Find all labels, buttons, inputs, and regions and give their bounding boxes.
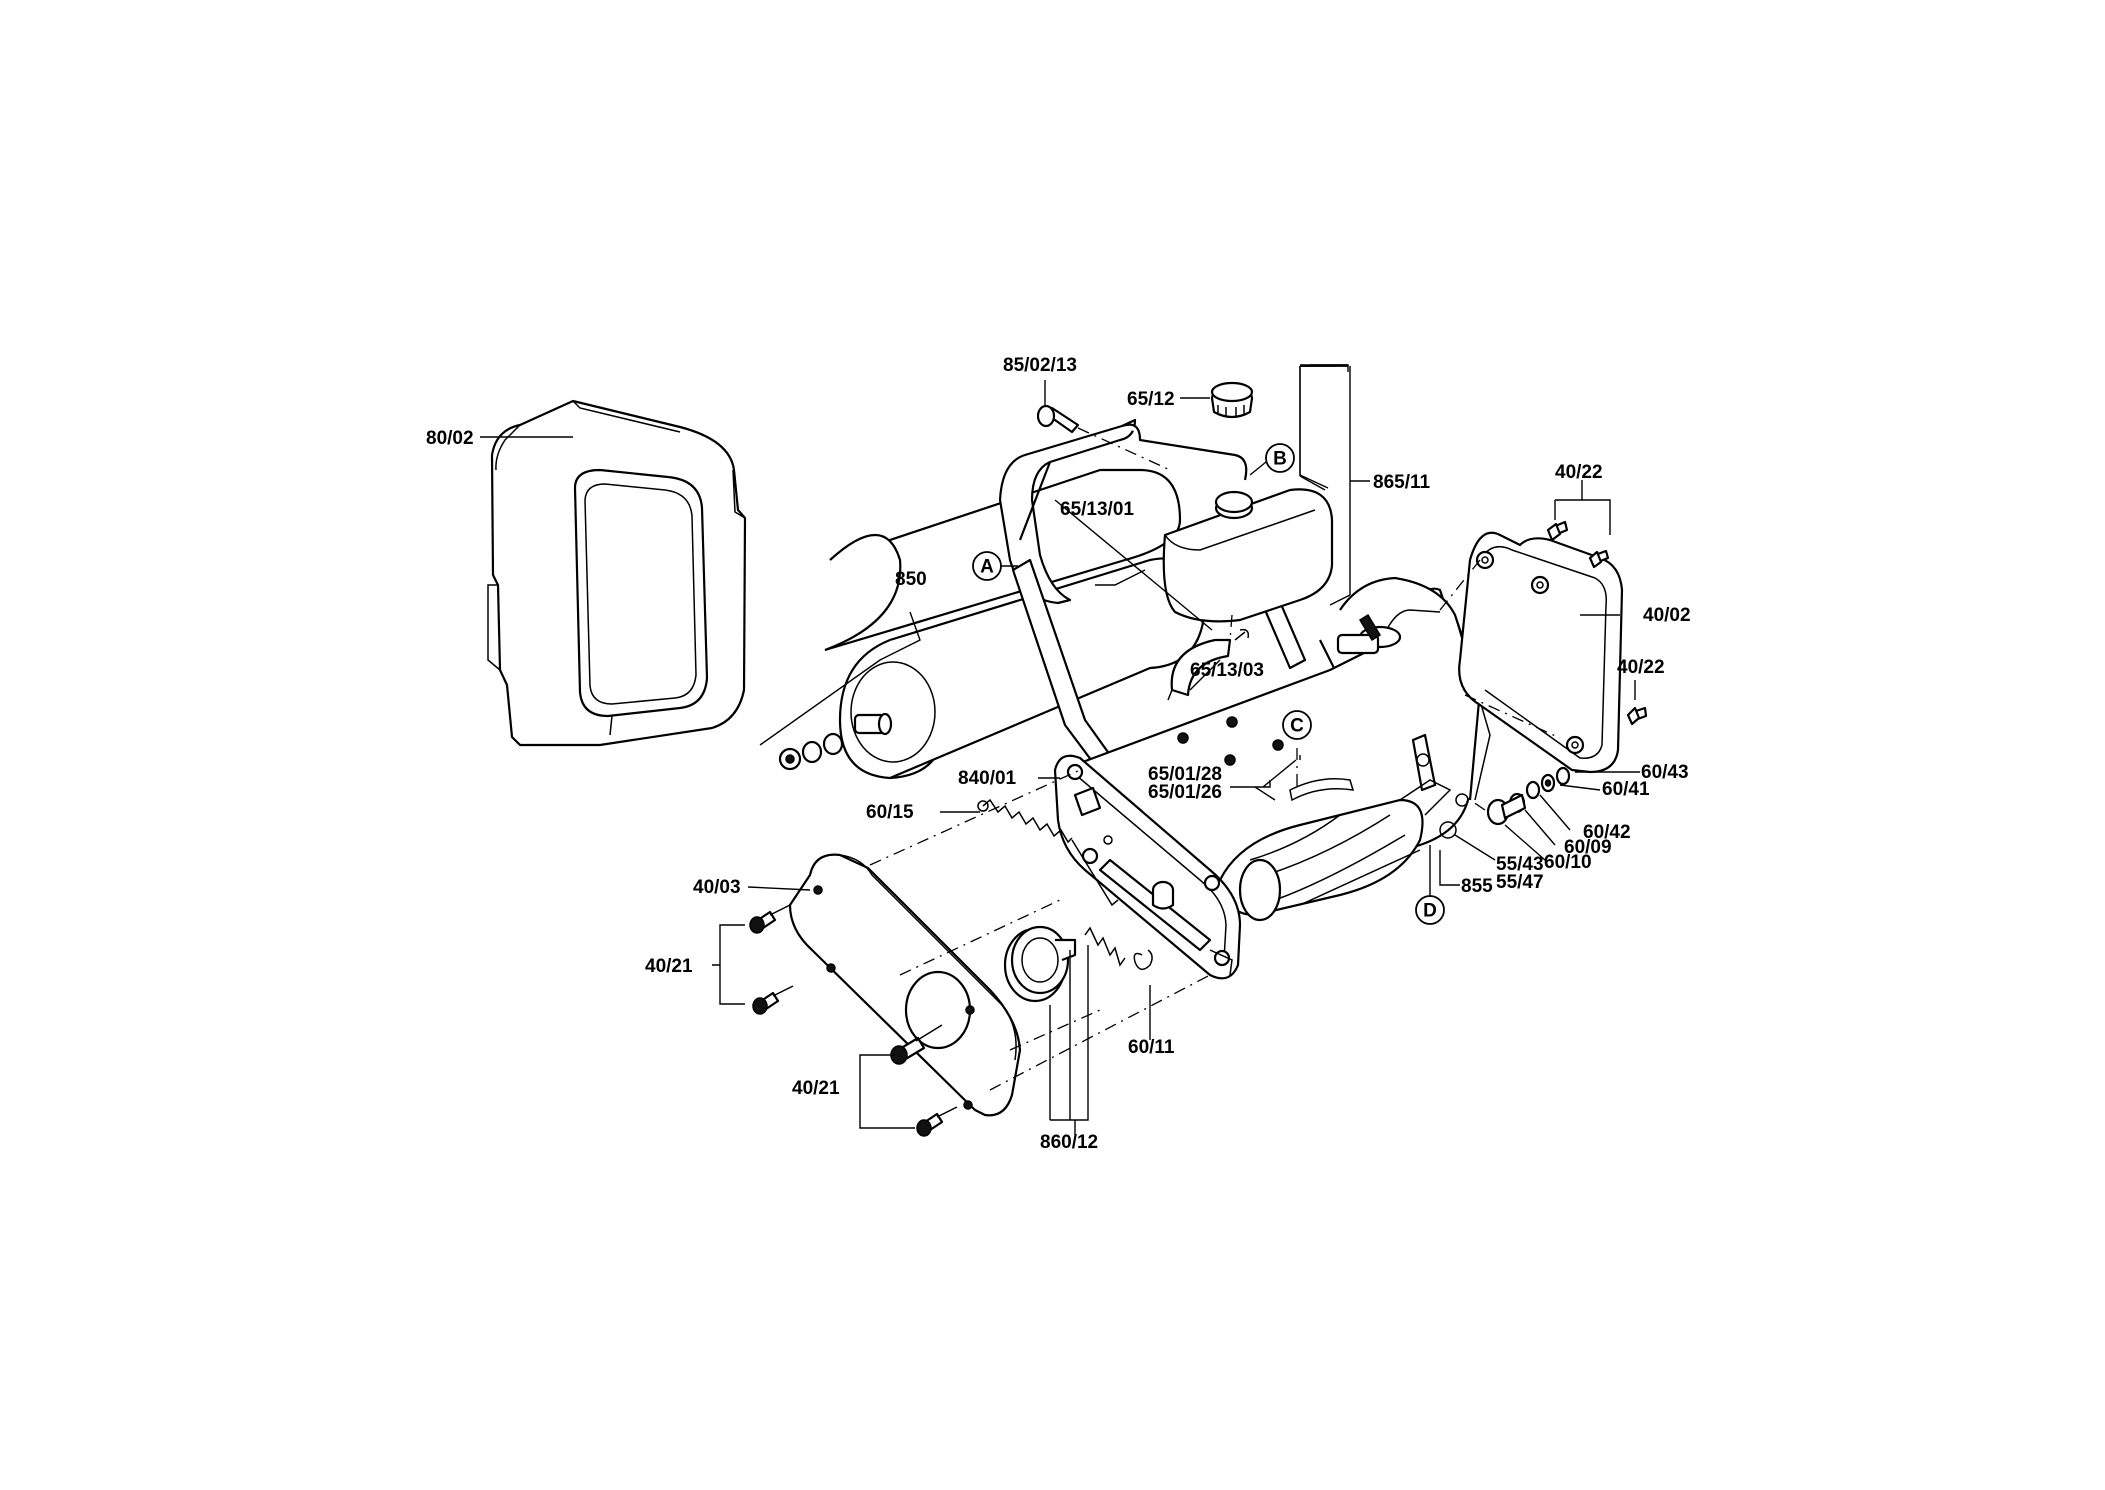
fuel-tank (1162, 381, 1334, 623)
callout-c-letter: C (1290, 716, 1304, 737)
label-840-01: 840/01 (958, 768, 1017, 789)
label-65-01-26: 65/01/26 (1148, 782, 1222, 803)
callout-a: A (972, 551, 1018, 581)
label-40-02: 40/02 (1643, 605, 1691, 626)
label-80-02: 80/02 (426, 428, 474, 449)
spring-60-15 (977, 798, 1119, 907)
label-65-01-28: 65/01/28 (1148, 764, 1222, 785)
right-bearing-set (1486, 766, 1571, 826)
label-40-22-mid: 40/22 (1617, 657, 1665, 678)
label-60-41: 60/41 (1602, 779, 1650, 800)
callout-c: C (1282, 710, 1312, 740)
label-40-21-top: 40/21 (645, 956, 693, 977)
label-60-43: 60/43 (1641, 762, 1689, 783)
label-855: 855 (1461, 876, 1493, 897)
alignment-lines (869, 427, 1561, 1091)
label-85-02-13: 85/02/13 (1003, 355, 1077, 376)
screws-left (749, 904, 958, 1137)
label-60-09: 60/09 (1564, 837, 1612, 858)
label-40-22-top: 40/22 (1555, 462, 1603, 483)
label-60-10: 60/10 (1544, 852, 1592, 873)
label-60-11: 60/11 (1128, 1037, 1175, 1058)
left-end-cover (788, 853, 1022, 1117)
label-865-11: 865/11 (1373, 472, 1430, 493)
roller (778, 468, 1207, 780)
label-55-43: 55/43 (1496, 854, 1544, 875)
label-60-15: 60/15 (866, 802, 914, 823)
screws-right (1546, 520, 1648, 726)
callout-b-letter: B (1273, 449, 1287, 470)
fuel-hose (1167, 628, 1250, 701)
callout-d: D (1415, 845, 1445, 925)
cutting-reel (1218, 779, 1452, 922)
label-40-21-bottom: 40/21 (792, 1078, 840, 1099)
leader-lines (480, 364, 1640, 1135)
bolt-85-02-13 (1036, 404, 1080, 434)
label-850: 850 (895, 569, 927, 590)
label-40-03: 40/03 (693, 877, 741, 898)
part-labels: 85/02/13 65/12 865/11 40/22 80/02 65/13/… (426, 355, 1691, 1153)
label-65-12: 65/12 (1127, 389, 1175, 410)
bearing-860-12 (1003, 925, 1153, 1003)
label-55-47: 55/47 (1496, 872, 1544, 893)
label-60-42: 60/42 (1583, 822, 1631, 843)
grass-box (487, 399, 747, 747)
left-side-plate (1053, 754, 1242, 980)
label-65-13-03: 65/13/03 (1190, 660, 1264, 681)
label-860-12: 860/12 (1040, 1132, 1098, 1153)
callout-a-letter: A (980, 557, 994, 578)
callout-b: B (1249, 443, 1295, 476)
right-side-cover (1458, 531, 1624, 774)
label-65-13-01: 65/13/01 (1060, 499, 1134, 520)
callout-d-letter: D (1423, 901, 1437, 922)
